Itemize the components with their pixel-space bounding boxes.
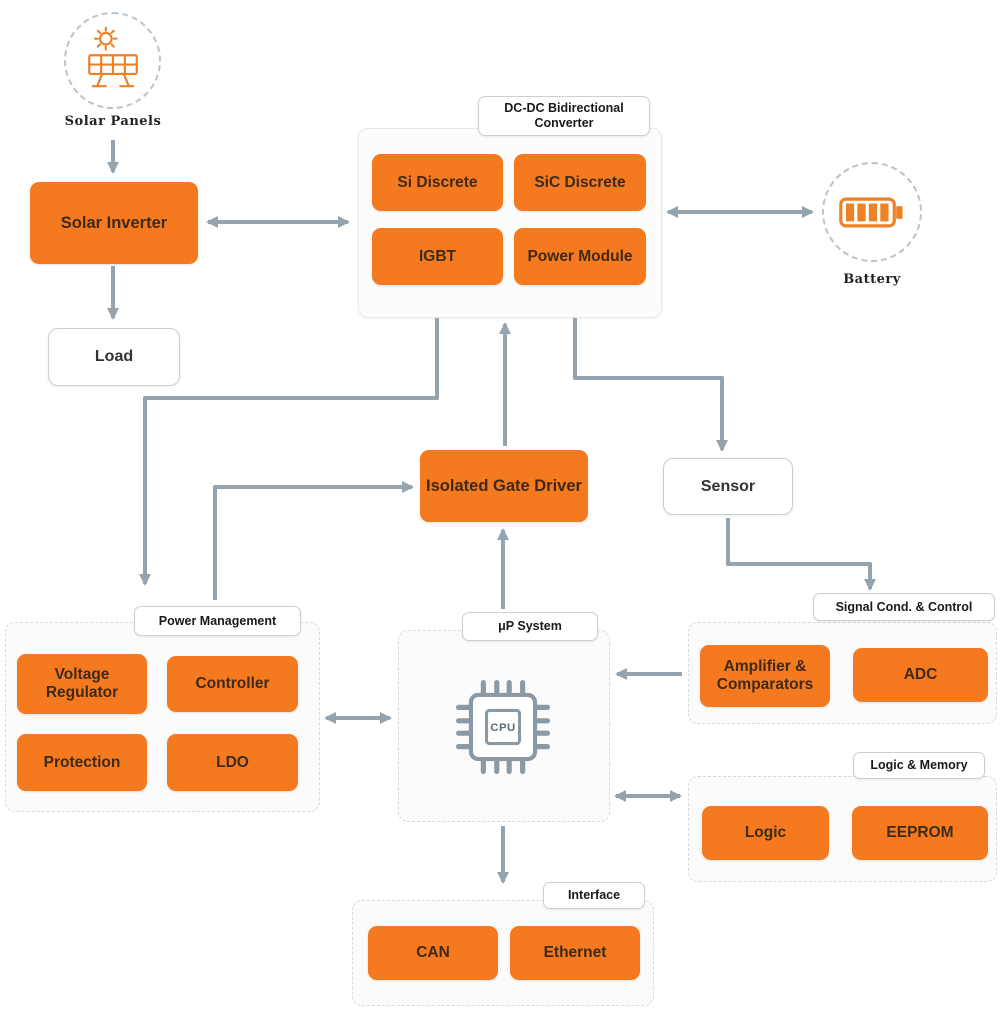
group-label-signal-cond: Signal Cond. & Control [813,593,995,621]
node-load: Load [48,328,180,386]
solar-panels-icon [64,12,161,109]
block-sic-discrete: SiC Discrete [514,154,646,211]
battery-label: Battery [843,272,901,287]
battery-icon [822,162,922,262]
node-sensor: Sensor [663,458,793,515]
group-label-logic-memory: Logic & Memory [853,752,985,779]
block-voltage-regulator: Voltage Regulator [17,654,147,714]
block-si-discrete: Si Discrete [372,154,503,211]
block-power-module: Power Module [514,228,646,285]
block-ethernet: Ethernet [510,926,640,980]
arrow-powermgmt-to-gatedriver [213,481,414,600]
cpu-icon-label: CPU [490,722,516,734]
group-label-up-system: μP System [462,612,598,641]
block-logic: Logic [702,806,829,860]
cpu-icon: CPU [441,665,565,789]
node-solar-inverter: Solar Inverter [30,182,198,264]
group-label-interface: Interface [543,882,645,909]
node-isolated-gate-driver: Isolated Gate Driver [420,450,588,522]
arrow-sensor-to-signalcond [726,518,876,591]
block-protection: Protection [17,734,147,791]
block-ldo: LDO [167,734,298,791]
block-eeprom: EEPROM [852,806,988,860]
arrow-converter-to-sensor [573,318,728,452]
block-amplifier-comparators: Amplifier & Comparators [700,645,830,707]
group-label-dcdc-converter: DC-DC Bidirectional Converter [478,96,650,136]
solar-panels-label: Solar Panels [64,114,162,129]
arrow-converter-to-powermgmt [139,318,439,586]
group-label-power-management: Power Management [134,606,301,636]
block-can: CAN [368,926,498,980]
block-adc: ADC [853,648,988,702]
block-igbt: IGBT [372,228,503,285]
block-controller: Controller [167,656,298,712]
